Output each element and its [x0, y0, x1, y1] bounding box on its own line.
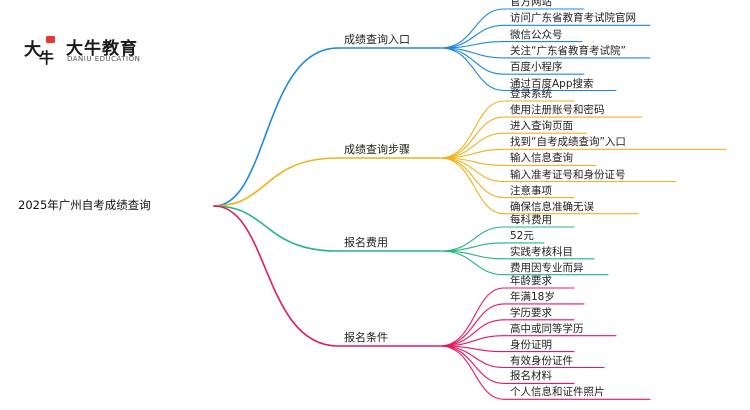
leaf-node-2-8: 确保信息准确无误: [510, 200, 594, 213]
leaf-node-1-1: 官方网站: [510, 0, 552, 8]
leaf-node-4-4: 高中或同等学历: [510, 322, 584, 335]
leaf-link-1-6: [439, 47, 505, 92]
logo-mark-char-2: 牛: [39, 49, 54, 67]
leaf-node-2-1: 登录系统: [510, 88, 552, 100]
leaf-node-4-2: 年满18岁: [510, 290, 555, 303]
leaf-link-4-3: [439, 319, 505, 347]
leaf-node-4-5: 身份证明: [510, 338, 552, 351]
leaf-node-2-7: 注意事项: [510, 184, 552, 197]
leaf-node-4-1: 年龄要求: [510, 275, 552, 287]
root-link-1: [213, 47, 339, 207]
leaf-node-1-4: 关注“广东省教育考试院”: [510, 44, 626, 57]
leaf-node-3-1: 每科费用: [510, 214, 552, 226]
leaf-node-2-3: 进入查询页面: [510, 120, 573, 133]
leaf-link-2-8: [439, 157, 505, 215]
branch-node-3: 报名费用: [344, 236, 388, 249]
leaf-node-4-8: 个人信息和证件照片: [510, 386, 605, 399]
leaf-node-1-6: 通过百度App搜索: [510, 77, 594, 90]
logo-name-cn: 大牛教育: [66, 39, 138, 59]
root-link-3: [213, 205, 339, 252]
leaf-node-4-3: 学历要求: [510, 306, 552, 319]
leaf-node-3-3: 实践考核科目: [510, 245, 573, 258]
leaf-node-2-5: 输入信息查询: [510, 152, 573, 165]
leaf-link-4-8: [439, 345, 505, 400]
leaf-node-1-2: 访问广东省教育考试院官网: [510, 12, 636, 25]
leaf-link-3-4: [439, 250, 505, 276]
root-link-2: [213, 157, 339, 207]
root-node: 2025年广州自考成绩查询: [18, 198, 151, 212]
logo-mark-char-1: 大: [24, 39, 41, 60]
logo-seal-icon: [46, 36, 55, 43]
leaf-node-2-4: 找到“自考成绩查询”入口: [510, 136, 626, 149]
leaf-link-4-1: [439, 287, 505, 347]
root-link-4: [213, 205, 339, 347]
logo-mark-icon: 大 牛: [24, 32, 60, 68]
leaf-node-1-5: 百度小程序: [510, 61, 563, 74]
branch-node-2: 成绩查询步骤: [344, 143, 410, 156]
leaf-node-1-3: 微信公众号: [510, 28, 563, 41]
logo-name-en: DANIU EDUCATION: [67, 55, 141, 63]
leaf-link-1-1: [439, 8, 505, 49]
leaf-node-3-4: 费用因专业而异: [510, 261, 584, 274]
leaf-node-3-2: 52元: [510, 229, 534, 242]
leaf-node-4-6: 有效身份证件: [510, 354, 573, 367]
leaf-link-4-2: [439, 303, 505, 347]
leaf-link-4-6: [439, 345, 505, 369]
leaf-node-4-7: 报名材料: [510, 370, 552, 383]
branch-node-4: 报名条件: [344, 331, 388, 344]
branch-node-1: 成绩查询入口: [344, 33, 410, 46]
leaf-link-2-2: [439, 116, 505, 159]
leaf-link-1-2: [439, 24, 505, 49]
logo: 大 牛 大牛教育 DANIU EDUCATION: [22, 30, 182, 70]
leaf-node-2-2: 使用注册账号和密码: [510, 104, 605, 117]
leaf-link-2-1: [439, 100, 505, 159]
leaf-link-2-7: [439, 157, 505, 199]
leaf-node-2-6: 输入准考证号和身份证号: [510, 168, 626, 181]
